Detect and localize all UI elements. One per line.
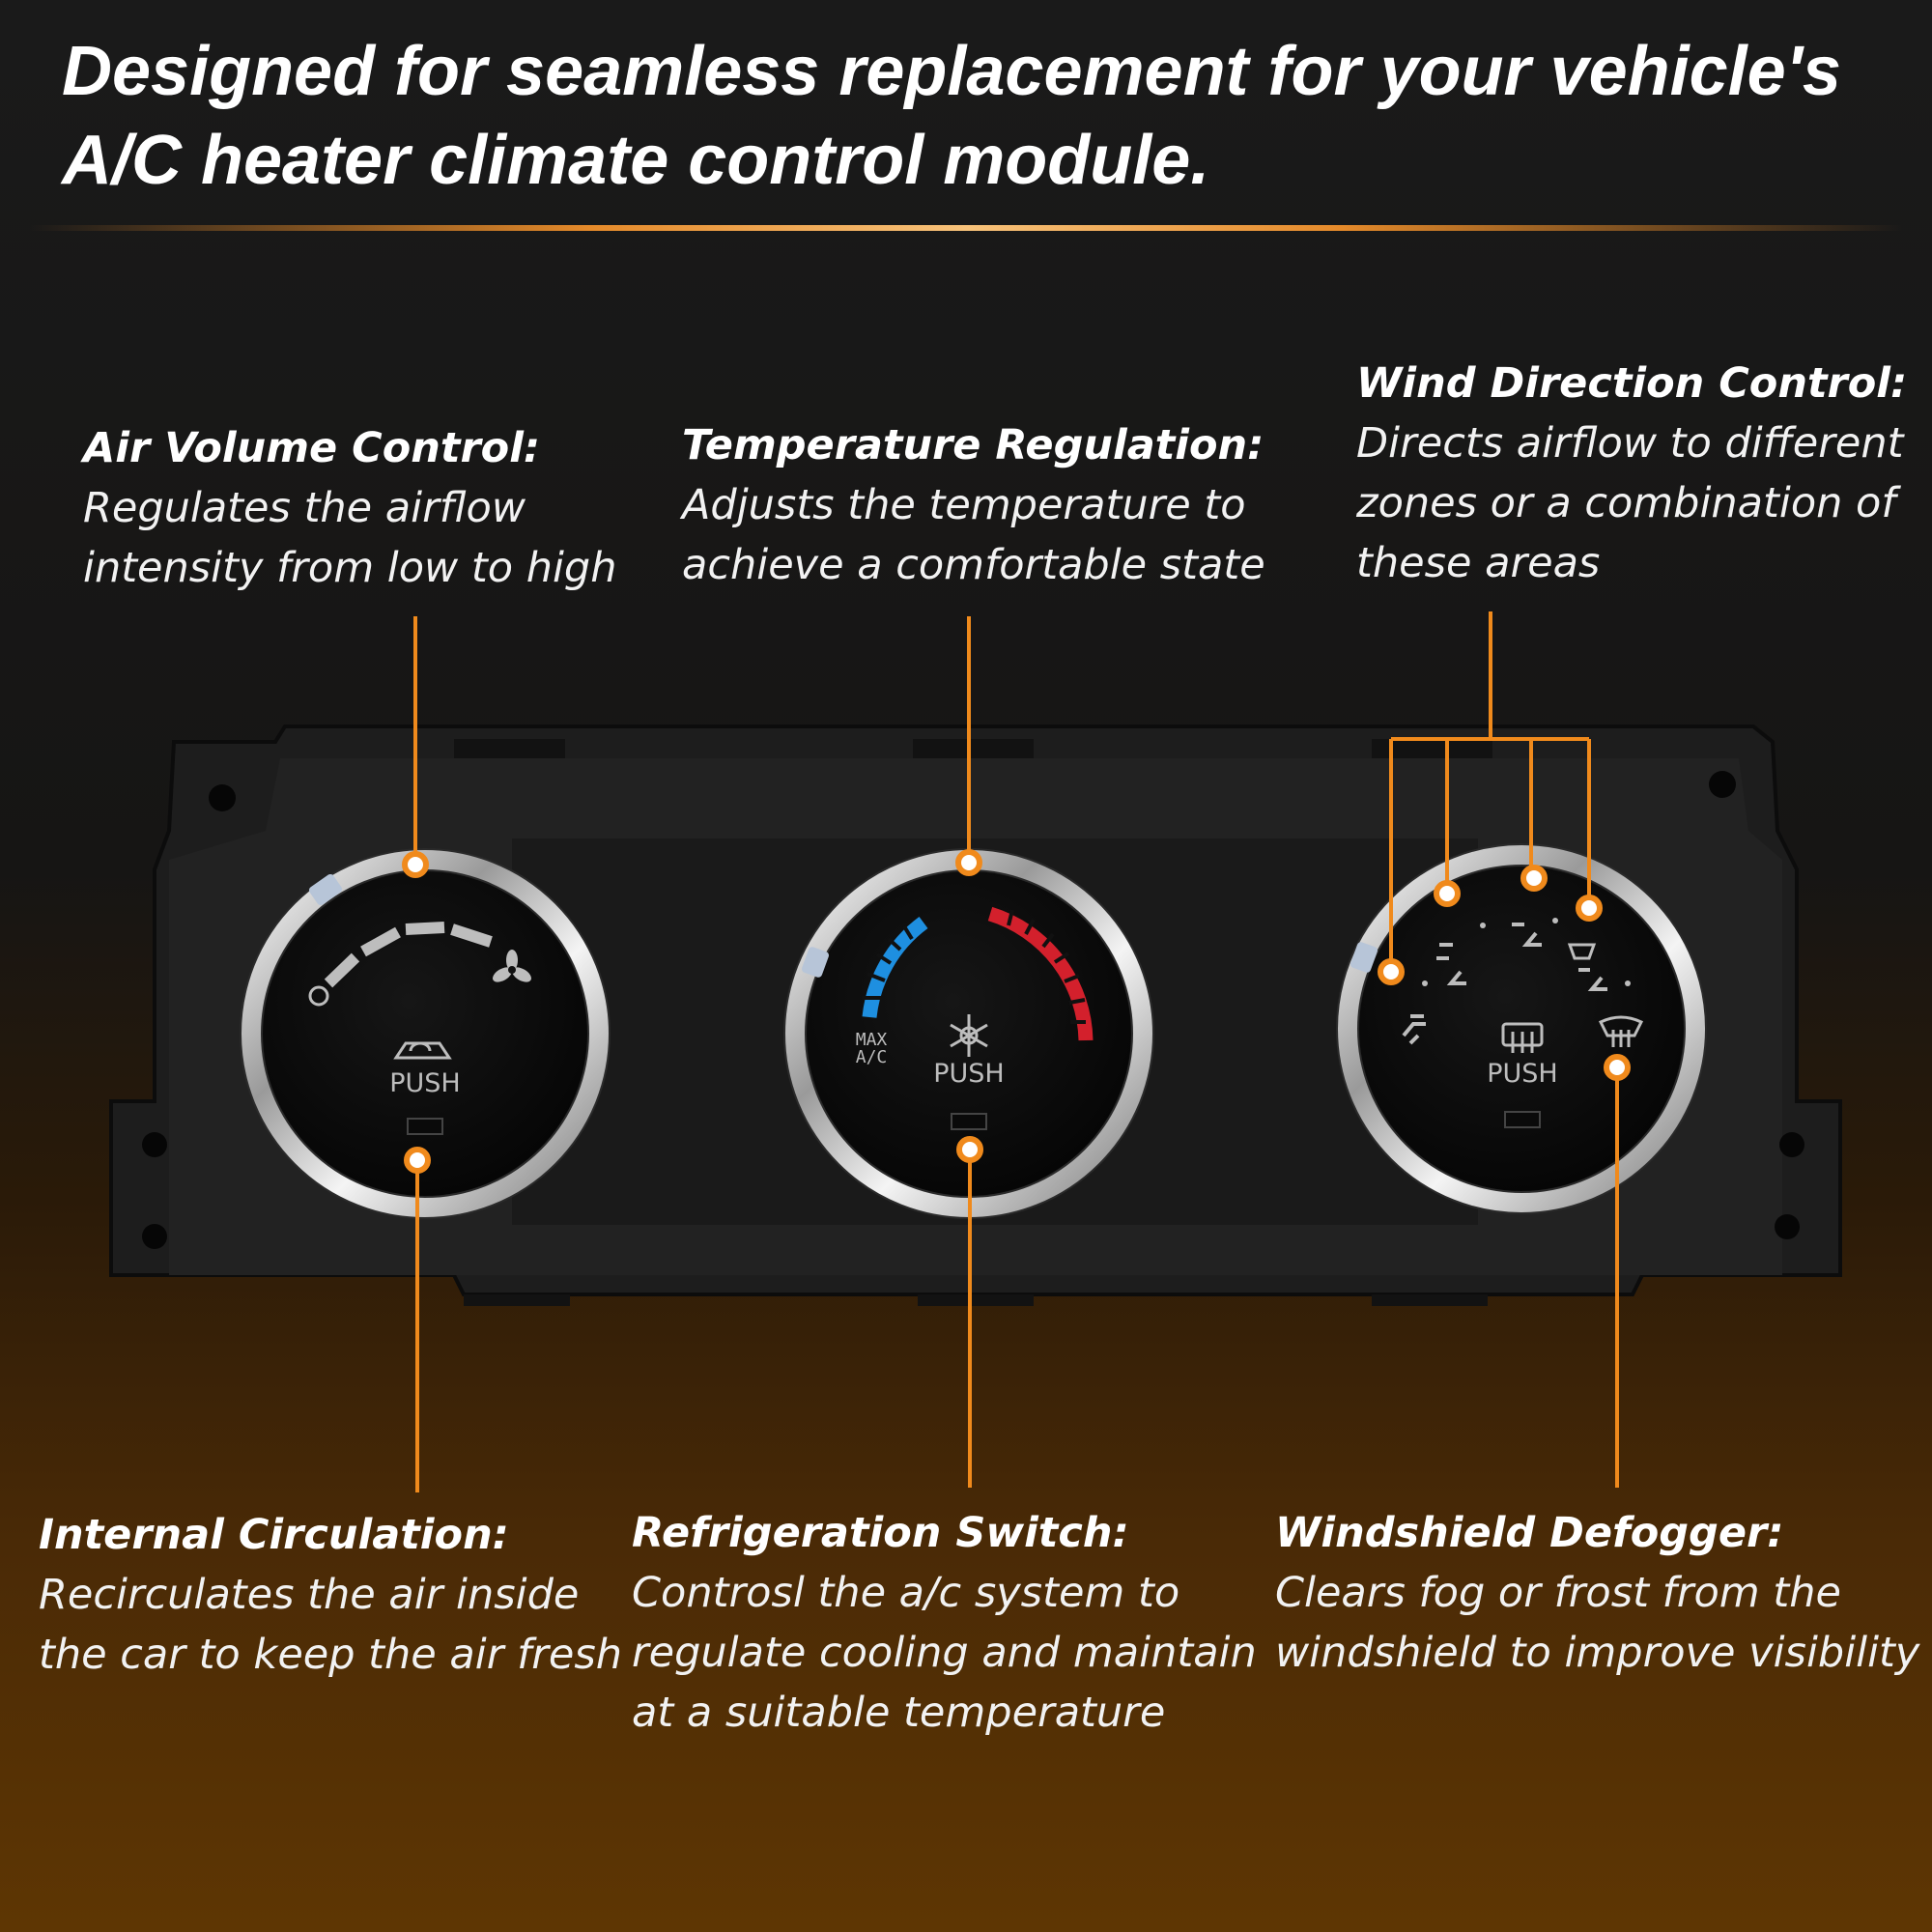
cold-scale-ticks — [863, 924, 914, 1000]
bi-level-icon — [1436, 943, 1466, 985]
wind-direction-marker-2 — [1434, 880, 1461, 907]
callout-refrigeration: Refrigeration Switch: Controsl the a/c s… — [632, 1503, 1269, 1743]
ac-indicator — [951, 1113, 987, 1130]
rear-defrost-indicator — [1504, 1111, 1541, 1128]
temperature-knob[interactable]: MAX A/C PUSH — [783, 848, 1154, 1219]
snowflake-icon — [950, 1014, 988, 1057]
rear-defrost-icon — [1501, 1022, 1544, 1053]
mode-knob[interactable]: PUSH — [1336, 843, 1707, 1214]
refrigeration-description: Controsl the a/c system to regulate cool… — [632, 1569, 1257, 1737]
center-push-label: PUSH — [933, 1059, 1005, 1089]
fan-off-icon — [308, 985, 329, 1007]
floor-defrost-icon — [1567, 943, 1607, 991]
defogger-marker — [1604, 1054, 1631, 1081]
callout-wind-direction: Wind Direction Control: Directs airflow … — [1356, 354, 1926, 593]
max-ac-label-top: MAX — [856, 1030, 888, 1050]
headline: Designed for seamless replacement for yo… — [62, 27, 1917, 205]
cold-scale — [862, 916, 928, 1018]
internal-circulation-description: Recirculates the air inside the car to k… — [39, 1571, 622, 1679]
refrigeration-title: Refrigeration Switch: — [632, 1509, 1129, 1557]
air-volume-title: Air Volume Control: — [83, 424, 541, 472]
fan-speed-scale — [324, 922, 493, 988]
temperature-marker — [955, 849, 982, 876]
temperature-description: Adjusts the temperature to achieve a com… — [682, 481, 1265, 589]
floor-vent-icon — [1512, 923, 1542, 947]
fan-icon — [493, 950, 531, 982]
callout-defogger: Windshield Defogger: Clears fog or frost… — [1275, 1503, 1922, 1683]
callout-leaders — [413, 611, 1619, 1492]
callout-air-volume: Air Volume Control: Regulates the airflo… — [83, 418, 663, 598]
callout-markers — [402, 849, 1631, 1174]
headline-line-1: Designed for seamless replacement for yo… — [62, 33, 1841, 110]
hot-scale-ticks — [1007, 909, 1086, 1024]
internal-circulation-title: Internal Circulation: — [39, 1511, 509, 1559]
recirculation-indicator — [407, 1118, 443, 1135]
temperature-title: Temperature Regulation: — [682, 421, 1264, 469]
windshield-defrost-icon — [1598, 1015, 1644, 1047]
left-push-label: PUSH — [389, 1068, 461, 1098]
callout-internal-circulation: Internal Circulation: Recirculates the a… — [39, 1505, 638, 1685]
headline-divider — [29, 225, 1903, 231]
headline-line-2: A/C heater climate control module. — [62, 122, 1210, 199]
internal-circulation-marker — [404, 1147, 431, 1174]
wind-direction-marker-3 — [1520, 865, 1548, 892]
wind-direction-marker-4 — [1576, 895, 1603, 922]
air-volume-description: Regulates the airflow intensity from low… — [83, 484, 617, 592]
wind-direction-marker-1 — [1378, 958, 1405, 985]
fan-speed-knob[interactable]: PUSH — [240, 848, 611, 1219]
wind-direction-title: Wind Direction Control: — [1356, 359, 1908, 408]
face-vent-icon — [1402, 1014, 1426, 1045]
callout-temperature: Temperature Regulation: Adjusts the temp… — [682, 415, 1300, 595]
defogger-description: Clears fog or frost from the windshield … — [1275, 1569, 1920, 1677]
defogger-title: Windshield Defogger: — [1275, 1509, 1784, 1557]
right-push-label: PUSH — [1487, 1059, 1558, 1089]
max-ac-label-bottom: A/C — [856, 1047, 888, 1067]
wind-direction-description: Directs airflow to different zones or a … — [1356, 419, 1904, 587]
air-volume-marker — [402, 851, 429, 878]
refrigeration-marker — [956, 1136, 983, 1163]
recirculation-icon — [393, 1041, 452, 1060]
mode-detent-dots — [1422, 918, 1631, 986]
